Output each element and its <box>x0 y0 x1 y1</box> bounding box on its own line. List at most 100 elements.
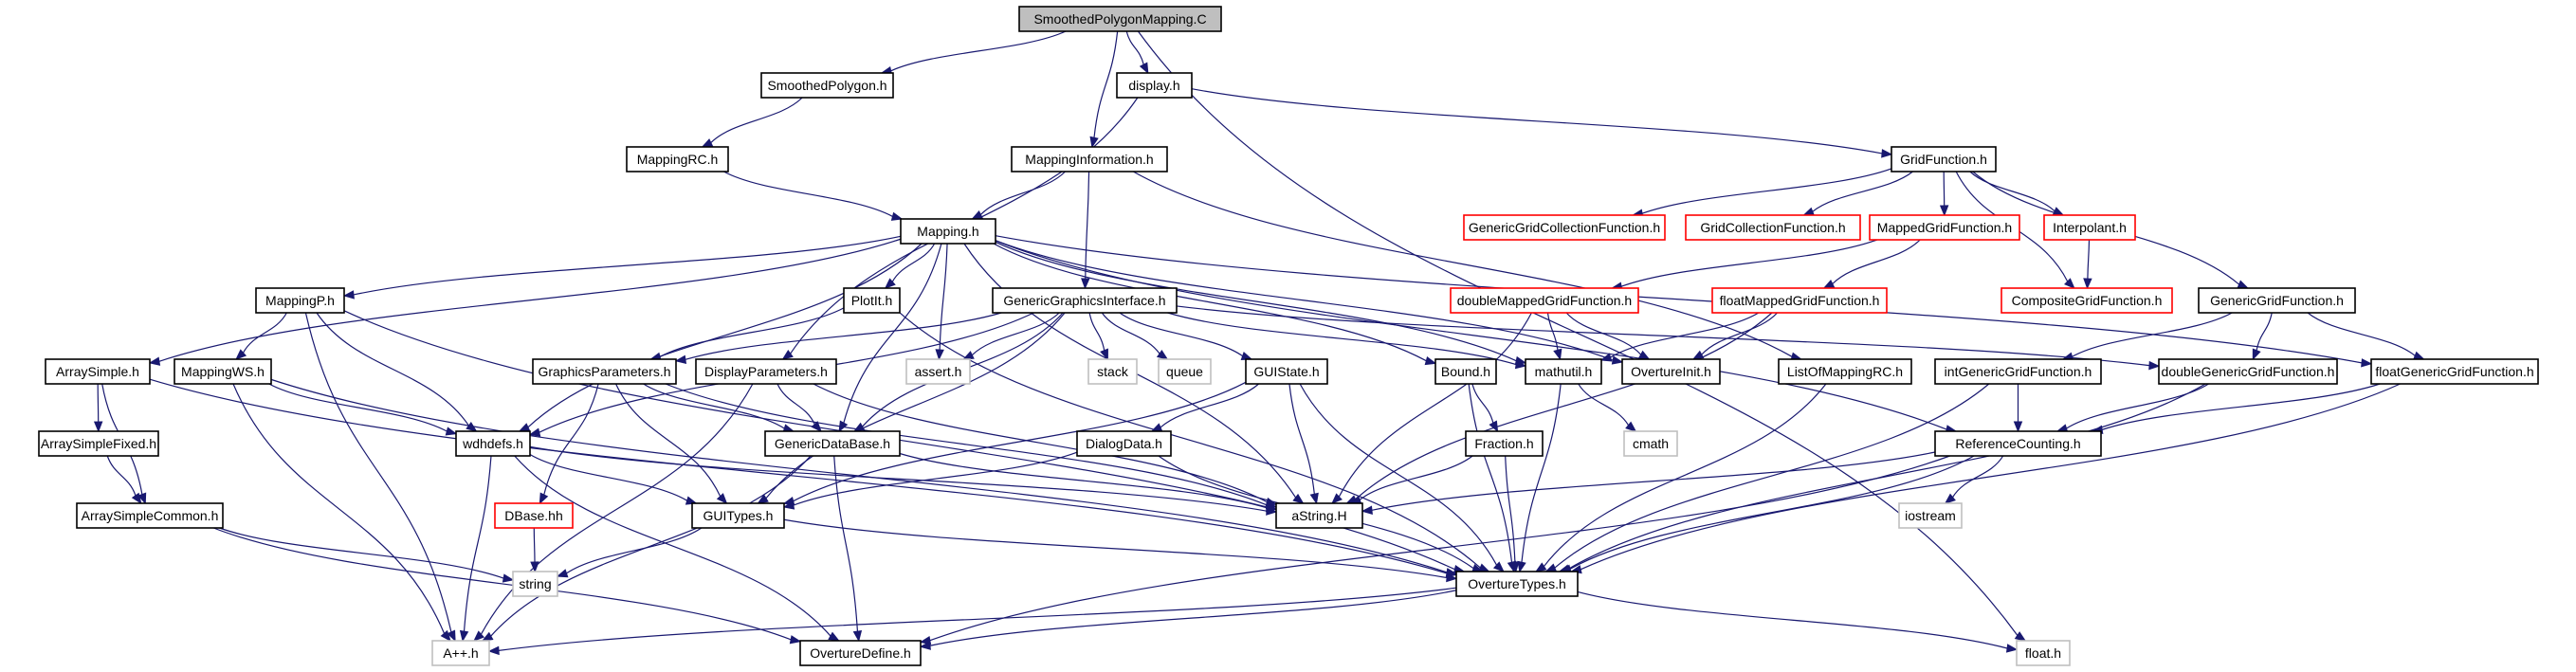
node-graphicsparams[interactable]: GraphicsParameters.h <box>532 358 677 385</box>
node-string[interactable]: string <box>512 571 558 597</box>
node-label: DBase.hh <box>504 508 562 523</box>
node-box <box>1869 214 2020 241</box>
node-mappinginformation[interactable]: MappingInformation.h <box>1011 146 1168 173</box>
node-app[interactable]: A++.h <box>431 640 490 666</box>
node-gridfunction[interactable]: GridFunction.h <box>1891 146 1997 173</box>
node-genericgf[interactable]: GenericGridFunction.h <box>2198 287 2356 314</box>
edge-root-to-mappinginformation <box>1089 30 1119 149</box>
node-arraysimplecommon[interactable]: ArraySimpleCommon.h <box>76 502 224 529</box>
node-floatmappedgf[interactable]: floatMappedGridFunction.h <box>1711 287 1888 314</box>
edge-mapping-to-overtureinit <box>995 240 1624 365</box>
node-cmath[interactable]: cmath <box>1623 430 1678 457</box>
node-label: OvertureDefine.h <box>810 645 911 661</box>
node-box <box>512 571 558 597</box>
node-floatgenericgf[interactable]: floatGenericGridFunction.h <box>2370 358 2539 385</box>
node-box <box>1685 214 1861 241</box>
node-mapping[interactable]: Mapping.h <box>900 218 996 245</box>
node-label: CompositeGridFunction.h <box>2012 293 2163 308</box>
node-label: SmoothedPolygon.h <box>767 78 886 93</box>
edge-fraction-to-overturetypes <box>1505 455 1520 573</box>
edge-guistate-to-astring <box>1288 383 1319 505</box>
edge-interpolant-to-compositegf <box>2083 239 2092 290</box>
edge-genericgraphics-to-assert <box>962 312 1060 360</box>
edge-genericgf-to-intgenericgf <box>2061 312 2233 361</box>
node-overturetypes[interactable]: OvertureTypes.h <box>1455 571 1579 597</box>
node-gridcollfn[interactable]: GridCollectionFunction.h <box>1685 214 1861 241</box>
node-label: ReferenceCounting.h <box>1955 436 2080 451</box>
node-box <box>626 146 729 173</box>
node-plotit[interactable]: PlotIt.h <box>843 287 901 314</box>
edge-guitypes-to-string <box>556 527 703 578</box>
node-astring[interactable]: aString.H <box>1275 502 1363 529</box>
node-smoothedpolygon[interactable]: SmoothedPolygon.h <box>760 72 894 99</box>
edge-mapping-to-arraysimple <box>148 238 902 366</box>
node-interpolant[interactable]: Interpolant.h <box>2043 214 2136 241</box>
edge-root-to-smoothedpolygon <box>880 30 1067 76</box>
node-overturedefine[interactable]: OvertureDefine.h <box>799 640 922 666</box>
node-guitypes[interactable]: GUITypes.h <box>691 502 785 529</box>
edge-listofmappingrc-to-overturetypes <box>1534 383 1827 572</box>
node-fraction[interactable]: Fraction.h <box>1465 430 1544 457</box>
edge-genericgraphics-to-graphicsparams <box>674 312 1002 364</box>
edge-smoothedpolygon-to-mappingrc <box>701 97 803 148</box>
node-dialogdata[interactable]: DialogData.h <box>1076 430 1172 457</box>
node-box <box>799 640 922 666</box>
node-box <box>1076 430 1172 457</box>
node-float[interactable]: float.h <box>2016 640 2071 666</box>
node-iostream[interactable]: iostream <box>1898 502 1963 529</box>
edge-displayparams-to-genericdatabase <box>776 383 822 432</box>
node-display[interactable]: display.h <box>1116 72 1193 99</box>
node-assert[interactable]: assert.h <box>905 358 971 385</box>
node-gengridcollfn[interactable]: GenericGridCollectionFunction.h <box>1463 214 1666 241</box>
edge-mappingp-to-wdhdefs <box>316 312 478 432</box>
node-box <box>1450 287 1639 314</box>
node-referencecounting[interactable]: ReferenceCounting.h <box>1934 430 2102 457</box>
edge-mapping-to-mappingp <box>342 235 902 300</box>
edge-root-to-display <box>1125 30 1149 75</box>
node-label: display.h <box>1128 78 1179 93</box>
node-wdhdefs[interactable]: wdhdefs.h <box>455 430 531 457</box>
node-stack[interactable]: stack <box>1087 358 1138 385</box>
node-box <box>255 287 345 314</box>
edge-mapping-to-referencecounting <box>995 240 1958 434</box>
node-box <box>764 430 901 457</box>
node-arraysimple[interactable]: ArraySimple.h <box>45 358 151 385</box>
node-mathutil[interactable]: mathutil.h <box>1525 358 1602 385</box>
node-intgenericgf[interactable]: intGenericGridFunction.h <box>1934 358 2102 385</box>
node-queue[interactable]: queue <box>1158 358 1212 385</box>
node-genericgraphics[interactable]: GenericGraphicsInterface.h <box>992 287 1178 314</box>
node-label: cmath <box>1633 436 1669 451</box>
node-label: PlotIt.h <box>851 293 893 308</box>
node-label: OvertureTypes.h <box>1468 576 1566 591</box>
node-arraysimplefixed[interactable]: ArraySimpleFixed.h <box>38 430 159 457</box>
node-label: MappingInformation.h <box>1025 152 1153 167</box>
node-displayparams[interactable]: DisplayParameters.h <box>695 358 837 385</box>
edge-guistate-to-dialogdata <box>1150 383 1260 432</box>
node-listofmappingrc[interactable]: ListOfMappingRC.h <box>1778 358 1912 385</box>
node-guistate[interactable]: GUIState.h <box>1245 358 1328 385</box>
node-compositegf[interactable]: CompositeGridFunction.h <box>2001 287 2173 314</box>
node-mappingws[interactable]: MappingWS.h <box>174 358 272 385</box>
edge-arraysimple-to-arraysimplefixed <box>93 383 103 433</box>
node-box <box>532 358 677 385</box>
node-mappingp[interactable]: MappingP.h <box>255 287 345 314</box>
node-box <box>1778 358 1912 385</box>
node-label: Fraction.h <box>1474 436 1533 451</box>
node-doublegenericgf[interactable]: doubleGenericGridFunction.h <box>2158 358 2338 385</box>
node-box <box>1621 358 1721 385</box>
node-label: ListOfMappingRC.h <box>1787 364 1903 379</box>
node-box <box>992 287 1178 314</box>
node-doublemappedgf[interactable]: doubleMappedGridFunction.h <box>1450 287 1639 314</box>
node-overtureinit[interactable]: OvertureInit.h <box>1621 358 1721 385</box>
node-root[interactable]: SmoothedPolygonMapping.C <box>1018 6 1222 32</box>
node-mappingrc[interactable]: MappingRC.h <box>626 146 729 173</box>
node-label: string <box>519 576 551 591</box>
node-mappedgridfn[interactable]: MappedGridFunction.h <box>1869 214 2020 241</box>
node-dbase[interactable]: DBase.hh <box>494 502 574 529</box>
node-genericdatabase[interactable]: GenericDataBase.h <box>764 430 901 457</box>
node-layer: SmoothedPolygonMapping.C SmoothedPolygon.… <box>38 6 2539 666</box>
edge-mappingws-to-overturetypes <box>270 378 1458 577</box>
node-label: MappedGridFunction.h <box>1877 220 2012 235</box>
node-bound[interactable]: Bound.h <box>1434 358 1497 385</box>
